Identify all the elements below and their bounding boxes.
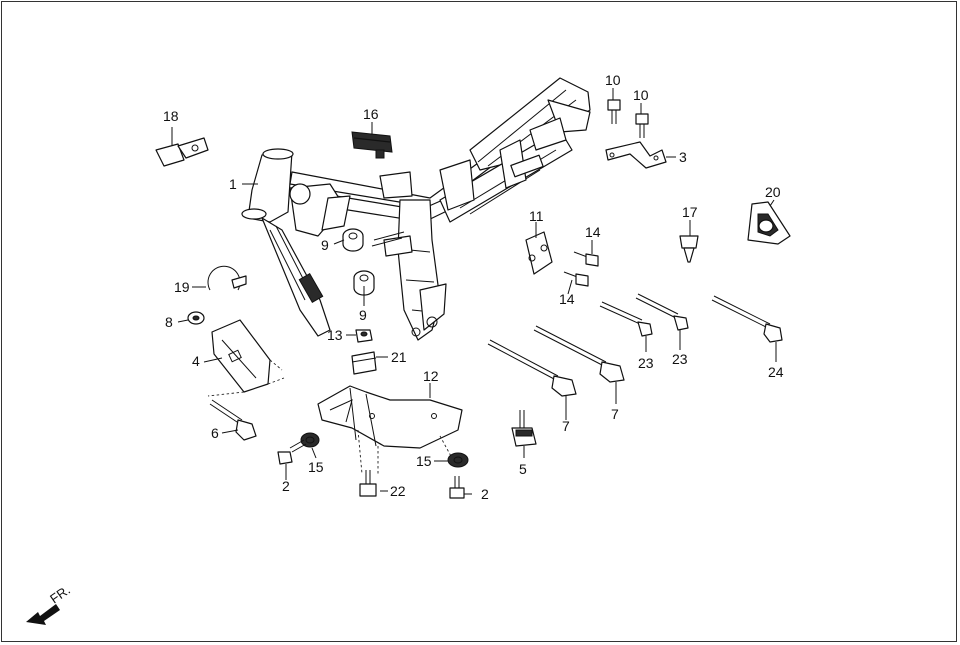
callout-9-upper: 9 <box>321 237 329 253</box>
rear-bracket <box>605 141 667 169</box>
grommet-8 <box>187 311 205 325</box>
callout-9-lower: 9 <box>359 307 367 323</box>
bracket-16 <box>351 131 393 159</box>
callout-2-left: 2 <box>282 478 290 494</box>
callout-15-left: 15 <box>308 459 324 475</box>
callout-11: 11 <box>529 208 544 224</box>
front-label: FR. <box>47 582 73 606</box>
skid-plate <box>317 385 463 475</box>
bolt-22 <box>359 470 377 497</box>
callout-14-lower: 14 <box>559 291 575 307</box>
collar-9-upper <box>342 228 364 252</box>
callout-23-left: 23 <box>638 355 654 371</box>
damper-15-right <box>447 452 469 468</box>
bolt-14-upper <box>573 251 599 267</box>
callout-1: 1 <box>229 176 237 192</box>
callout-15-right: 15 <box>416 453 432 469</box>
callout-24: 24 <box>768 364 784 380</box>
callout-3: 3 <box>679 149 687 165</box>
plate-20 <box>747 201 791 245</box>
callout-4: 4 <box>192 353 200 369</box>
bolt-23-right <box>635 293 689 331</box>
callout-19: 19 <box>174 279 190 295</box>
bolt-10a <box>607 99 621 124</box>
callout-5: 5 <box>519 461 527 477</box>
bolt-10b <box>635 113 649 138</box>
bracket-21 <box>351 351 377 375</box>
callout-7-right: 7 <box>611 406 619 422</box>
frame-assembly <box>241 77 591 341</box>
front-arrow-icon <box>26 604 60 625</box>
damper-15-left <box>300 432 320 448</box>
callout-20: 20 <box>765 184 781 200</box>
long-bolt-7-right <box>533 325 625 383</box>
bolt-2-right <box>449 476 465 499</box>
front-direction-indicator: FR. <box>26 582 73 625</box>
callout-12: 12 <box>423 368 439 384</box>
plug-17 <box>679 235 699 263</box>
bolt-24 <box>711 295 783 343</box>
long-bolt-7-left <box>487 339 577 397</box>
callout-8: 8 <box>165 314 173 330</box>
callout-7-left: 7 <box>562 418 570 434</box>
callout-6: 6 <box>211 425 219 441</box>
callout-18: 18 <box>163 108 179 124</box>
callout-10-left: 10 <box>605 72 621 88</box>
callout-2-right: 2 <box>481 486 489 502</box>
bolt-23-left <box>599 301 653 337</box>
clamp-part <box>155 137 209 167</box>
side-cover-4 <box>207 319 285 397</box>
leader-lines <box>171 88 777 495</box>
bolt-14-lower <box>563 271 589 287</box>
callout-14-upper: 14 <box>585 224 601 240</box>
callout-16: 16 <box>363 106 379 122</box>
callout-labels: 1 2 2 3 4 5 6 7 7 8 9 9 10 10 11 12 13 1… <box>163 72 784 502</box>
bracket-11 <box>525 231 553 275</box>
callout-17: 17 <box>682 204 698 220</box>
callout-10-right: 10 <box>633 87 649 103</box>
callout-22: 22 <box>390 483 406 499</box>
callout-23-right: 23 <box>672 351 688 367</box>
callout-13: 13 <box>327 327 343 343</box>
mount-bolt-5 <box>511 410 537 447</box>
nut-13 <box>355 329 373 343</box>
cable-clip <box>207 265 247 291</box>
bolt-2-left <box>277 439 307 465</box>
callout-21: 21 <box>391 349 407 365</box>
